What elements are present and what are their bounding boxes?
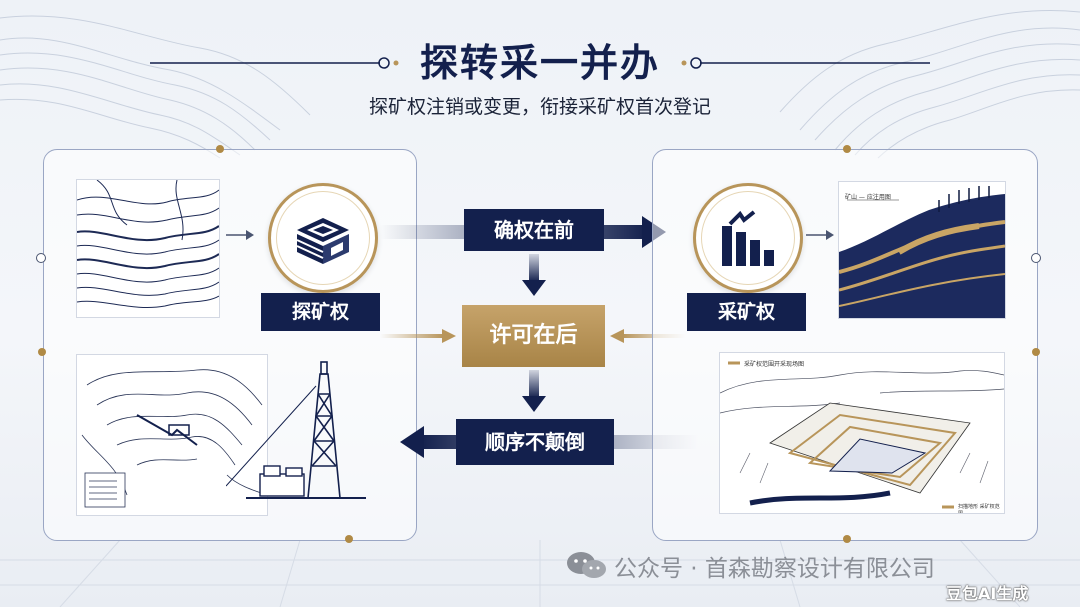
flow-arrow-gold-left [380, 329, 456, 343]
sketch-caption: 采矿权范围开采现场图 [744, 361, 805, 368]
small-arrow-icon [806, 230, 834, 240]
flow-arrow-down-1 [522, 254, 546, 296]
page-subtitle: 探矿权注销或变更，衔接采矿权首次登记 [368, 96, 711, 118]
step-confirm-rights: 确权在前 [464, 209, 604, 251]
title-decor [150, 57, 930, 69]
small-arrow-icon [226, 230, 254, 240]
mining-right-label: 采矿权 [687, 293, 806, 331]
map-sketch [76, 354, 268, 516]
panel-dot [216, 145, 224, 153]
drilling-rig-icon [226, 361, 366, 499]
open-pit-sketch: 采矿权范围开采现场图 扫描地形 采矿权范围 [719, 352, 1005, 514]
step-order-not-reversed: 顺序不颠倒 [456, 419, 614, 465]
sketch-caption: 矿山 — 应注用图 [845, 194, 891, 201]
panel-dot [1032, 348, 1040, 356]
flow-arrow-down-2 [522, 370, 546, 412]
ai-brand-label: 豆包AI生成 [946, 584, 1029, 603]
exploration-right-label: 探矿权 [261, 293, 380, 331]
panel-dot [843, 145, 851, 153]
panel-dot [38, 348, 46, 356]
exploration-medallion [268, 183, 378, 293]
title-bar: 探转采一并办 [0, 38, 1080, 88]
panel-dot [843, 535, 851, 543]
panel-ring [1031, 253, 1041, 263]
panel-ring [36, 253, 46, 263]
contour-sketch [76, 179, 220, 318]
page-title: 探转采一并办 [419, 41, 660, 85]
mining-medallion [693, 183, 803, 293]
sketch-footer: 扫描地形 采矿权范围 [958, 504, 1000, 514]
mountain-sketch: 矿山 — 应注用图 [838, 181, 1006, 319]
step-license-after: 许可在后 [462, 305, 605, 367]
panel-dot [345, 535, 353, 543]
mining-bars-icon [722, 210, 774, 266]
exploration-cube-icon [296, 218, 349, 264]
wechat-icon [567, 552, 606, 578]
watermark-text: 公众号 · 首森勘察设计有限公司 [614, 556, 935, 582]
